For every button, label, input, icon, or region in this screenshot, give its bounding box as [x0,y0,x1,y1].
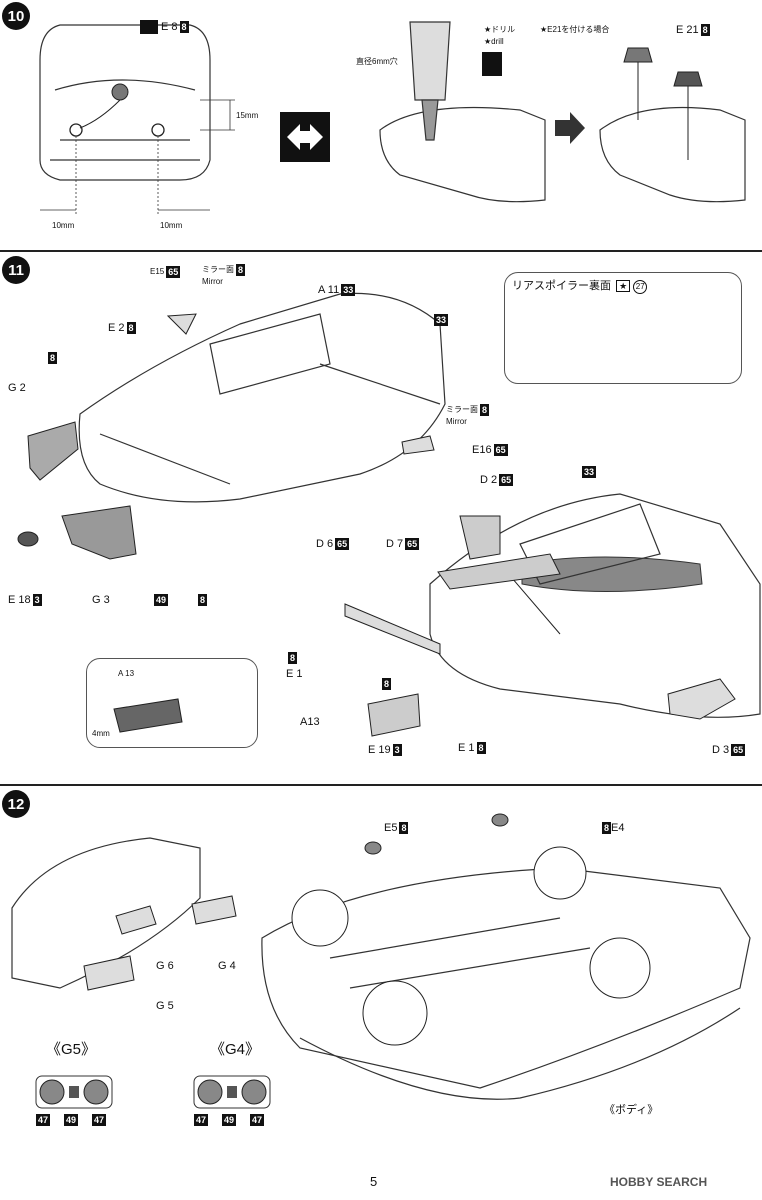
page-footer: 5 HOBBY SEARCH [0,1168,762,1200]
a13-detail-label: A 13 [118,669,135,678]
spoiler-underside-bubble [504,272,742,384]
step-10-drawing [39,21,746,215]
step-10-badge: 10 [2,2,30,30]
dim-10mm-left: 10mm [52,221,75,230]
g2-color: 8 [48,352,58,365]
front-car-drawing [78,292,446,503]
step-12-drawing [11,813,751,1109]
page-number: 5 [370,1174,378,1189]
rear-panel-drawing [39,24,211,181]
top-stripe-color: 33 [434,314,449,327]
g4-callout: G 4 [218,960,236,972]
e1-top-color: 8 [288,652,298,665]
g5-callout: G 5 [156,1000,174,1012]
spoiler-color-circle: 27 [633,280,648,294]
dim-15mm: 15mm [236,111,259,120]
step-10-panel: 10 [0,0,762,252]
g5-color-3: 47 [92,1114,107,1127]
hole-right [151,123,165,137]
step-11-badge: 11 [2,256,30,284]
bumper-color: 8 [198,594,208,607]
watermark: HOBBY SEARCH [610,1175,708,1189]
g3-callout: G 3 [92,594,110,606]
roof-color: 33 [582,466,597,479]
g2-callout: G 2 [8,382,26,394]
a13-callout: A13 [300,716,320,728]
body-label: 《ボディ》 [604,1104,659,1116]
spoiler-title: リアスポイラー裏面 ★ 27 [512,280,648,294]
g4-title: 《G4》 [210,1041,261,1058]
dim-4mm: 4mm [92,729,110,738]
dim-10mm-right: 10mm [160,221,183,230]
drill-jp: ★ドリル [484,25,516,34]
g4-color-3: 47 [250,1114,265,1127]
step-12-badge: 12 [2,790,30,818]
drill-en: ★drill [484,37,504,46]
step-11-drawing [17,292,761,737]
g5-title: 《G5》 [46,1041,97,1058]
spoiler-logo-text: POTENZA [560,313,632,330]
g4-color-1: 47 [194,1114,209,1127]
g3-color: 49 [154,594,169,607]
a13-detail-bubble [86,658,258,748]
hole-size-label: 直径6mm穴 [356,57,398,66]
hole-left [69,123,83,137]
tow-hook-color: 8 [382,678,392,691]
e1-top-callout: E 1 [286,668,303,680]
g6-callout: G 6 [156,960,174,972]
e21-note: ★E21を付ける場合 [540,25,610,34]
g5-color-1: 47 [36,1114,51,1127]
g5-color-2: 49 [64,1114,79,1127]
g4-color-2: 49 [222,1114,237,1127]
